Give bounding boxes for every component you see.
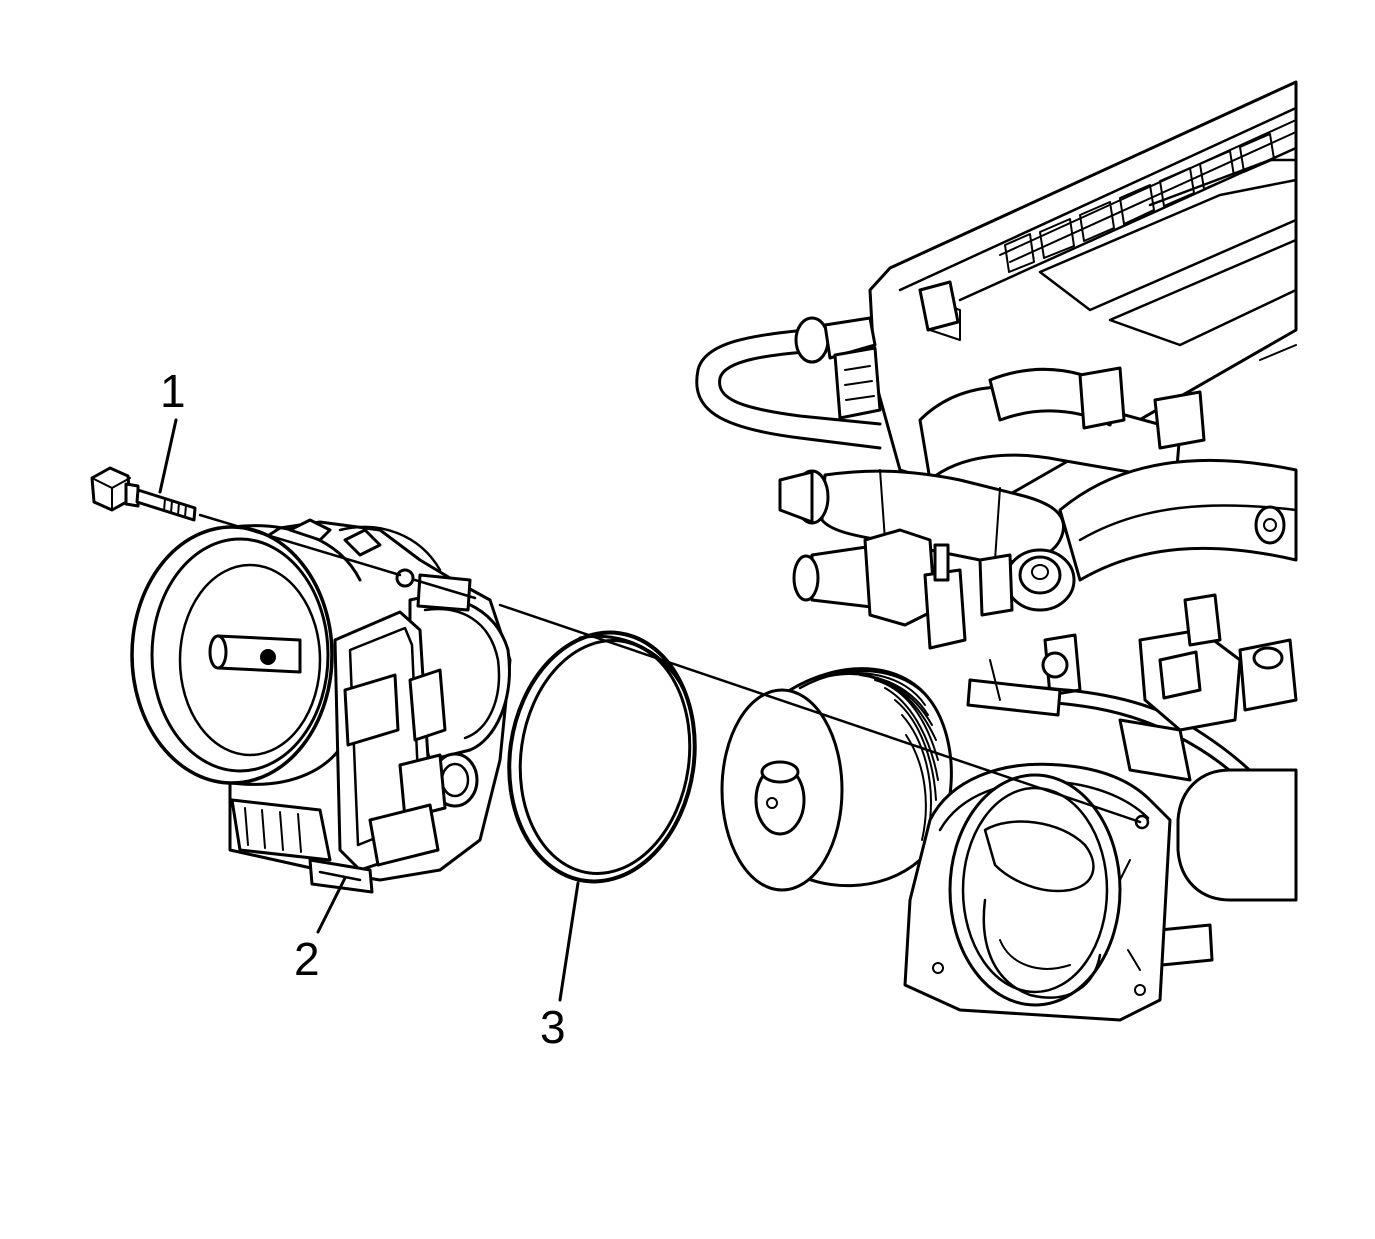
throttle-body [130, 518, 512, 894]
injector-brackets [833, 280, 1206, 450]
callout-2: 2 [294, 933, 320, 985]
gasket-ring [507, 630, 697, 884]
leader-line-3 [558, 881, 580, 1002]
callout-leaders [158, 418, 580, 1002]
lower-coolant-pipe [792, 528, 967, 650]
throttle-mount-flange [903, 762, 1172, 1022]
bolt [90, 466, 197, 522]
leader-line-1 [158, 418, 178, 494]
crank-sensor-plumbing [1118, 593, 1298, 967]
engine-block [695, 80, 1298, 1022]
bolt-alignment-line [198, 513, 1142, 824]
leader-line-2 [316, 876, 347, 934]
drive-pulley [720, 667, 953, 892]
vacuum-hose [695, 316, 882, 450]
temperature-sensor [978, 548, 1082, 697]
callout-3: 3 [540, 1001, 566, 1053]
callout-1: 1 [160, 365, 186, 417]
